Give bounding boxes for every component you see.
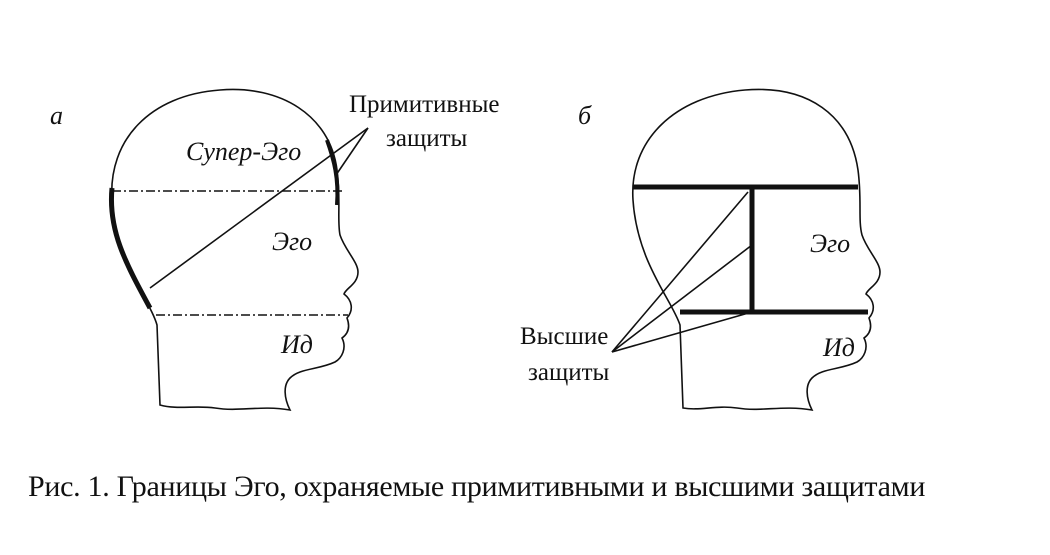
head-b-outline bbox=[632, 88, 881, 412]
head-a-thick-front bbox=[325, 139, 340, 206]
primitive-pointer-line-2 bbox=[335, 127, 369, 176]
figure-caption: Рис. 1. Границы Эго, охраняемые примитив… bbox=[28, 470, 926, 503]
ego-label-a: Эго bbox=[272, 227, 312, 256]
panel-a-letter: а bbox=[50, 101, 63, 130]
superego-label-a: Супер-Эго bbox=[186, 137, 301, 166]
higher-pointer-line-2 bbox=[611, 244, 753, 353]
panel-a: а Супер-Эго Эго Ид Примитивные защиты bbox=[50, 88, 500, 412]
panel-b: б Эго Ид Высшие защиты bbox=[520, 88, 881, 412]
panel-b-letter: б bbox=[578, 101, 592, 130]
higher-defenses-label-line2: защиты bbox=[528, 359, 610, 386]
primitive-defenses-label-line1: Примитивные bbox=[349, 91, 500, 118]
id-label-a: Ид bbox=[280, 330, 313, 359]
primitive-defenses-label-line2: защиты bbox=[386, 125, 468, 152]
higher-pointer-line-3 bbox=[611, 311, 753, 353]
head-a-outline bbox=[111, 88, 359, 412]
head-a-thick-back bbox=[108, 187, 153, 310]
id-label-b: Ид bbox=[822, 333, 855, 362]
higher-defenses-label-line1: Высшие bbox=[520, 323, 608, 350]
primitive-pointer-line-1 bbox=[149, 127, 369, 289]
ego-label-b: Эго bbox=[810, 229, 850, 258]
higher-pointer-line-1 bbox=[611, 191, 749, 353]
